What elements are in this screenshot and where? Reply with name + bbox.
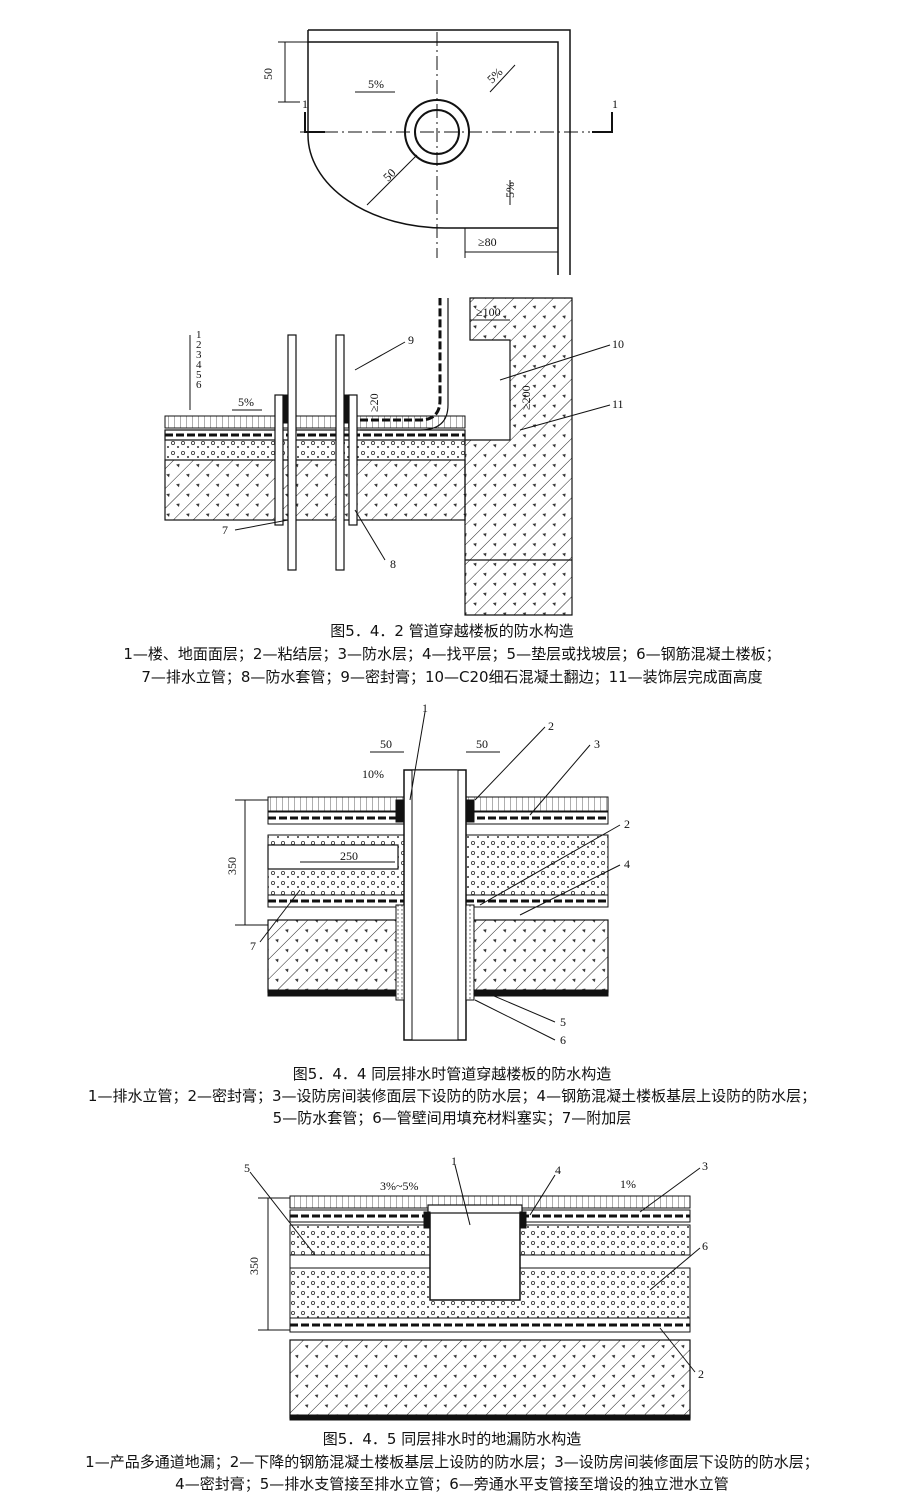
pipe-outer xyxy=(404,99,470,165)
plan-view-diagram xyxy=(278,29,613,275)
fig542-dim-20: ≥20 xyxy=(367,393,381,412)
fig545-label-5: 5 xyxy=(244,1161,250,1175)
figure-544-legend-2: 5—防水套管；6—管壁间用填充材料塞实；7—附加层 xyxy=(272,1109,632,1127)
fig544-label-7: 7 xyxy=(250,939,256,953)
fig545-label-3: 3 xyxy=(702,1159,708,1173)
sleeve-left xyxy=(395,904,405,1001)
sealant-right xyxy=(465,799,475,823)
figure-542-legend-2: 7—排水立管；8—防水套管；9—密封膏；10—C20细石混凝土翻边；11—装饰层… xyxy=(141,668,763,686)
fig545-slope-right: 1% xyxy=(620,1177,636,1191)
fig545-label-6: 6 xyxy=(702,1239,708,1253)
layer-label-5: 5 xyxy=(196,369,202,381)
figure-545-title: 图5．4．5 同层排水时的地漏防水构造 xyxy=(322,1430,582,1448)
fig544-dim-250: 250 xyxy=(340,849,358,863)
fig544-label-3: 3 xyxy=(594,737,600,751)
sealant-right xyxy=(519,1211,527,1229)
fig545-slope-left: 3%~5% xyxy=(380,1179,418,1193)
leveling-layer xyxy=(164,439,466,461)
fig544-label-6: 6 xyxy=(560,1033,566,1047)
layer-label-2: 2 xyxy=(196,339,202,351)
figure-545-diagram xyxy=(249,1164,701,1421)
finish-layer xyxy=(164,415,466,429)
section-label-left: 1 xyxy=(302,97,308,111)
slab-concrete xyxy=(164,459,466,521)
figure-542-legend-1: 1—楼、地面面层；2—粘结层；3—防水层；4—找平层；5—垫层或找坡层；6—钢筋… xyxy=(123,645,781,663)
fig542-dim-100: ≥100 xyxy=(476,305,501,319)
fig544-dim-50-left: 50 xyxy=(380,737,392,751)
fig545-dim-350: 350 xyxy=(247,1257,261,1275)
branch-pipe xyxy=(267,844,399,870)
fig542-label-8: 8 xyxy=(390,557,396,571)
fig544-dim-350: 350 xyxy=(225,857,239,875)
figure-542-layer-labels: 1 2 3 4 5 6 xyxy=(196,329,202,391)
fig542-slope: 5% xyxy=(238,395,254,409)
figure-544-title: 图5．4．4 同层排水时管道穿越楼板的防水构造 xyxy=(292,1065,612,1083)
pipe-left-wall xyxy=(287,334,297,571)
drain-grate xyxy=(427,1204,523,1214)
fig545-label-2: 2 xyxy=(698,1367,704,1381)
layer-label-1: 1 xyxy=(196,329,202,341)
figure-542-title: 图5．4．2 管道穿越楼板的防水构造 xyxy=(330,622,574,640)
fig544-label-5: 5 xyxy=(560,1015,566,1029)
sealant-left xyxy=(395,799,405,823)
figure-545-legend-1: 1—产品多通道地漏；2—下降的钢筋混凝土楼板基层上设防的防水层；3—设防房间装修… xyxy=(85,1453,819,1471)
branch-pipe xyxy=(289,1254,431,1269)
plan-dim-80: ≥80 xyxy=(478,235,497,249)
fig542-label-11: 11 xyxy=(612,397,624,411)
layer-label-6: 6 xyxy=(196,379,202,391)
sleeve-right xyxy=(465,904,475,1001)
figure-545-legend-2: 4—密封膏；5—排水支管接至排水立管；6—旁通水平支管接至增设的独立泄水立管 xyxy=(175,1475,729,1493)
fig544-slope: 10% xyxy=(362,767,384,781)
sealant-right xyxy=(343,394,350,424)
fig545-label-4: 4 xyxy=(555,1163,561,1177)
sleeve-left xyxy=(274,394,284,526)
wall-concrete xyxy=(464,297,573,616)
upturn-waterproof xyxy=(360,298,442,422)
fig542-label-9: 9 xyxy=(408,333,414,347)
floor-drain-body xyxy=(429,1210,521,1301)
sealant-left xyxy=(423,1211,431,1229)
plan-slope-b: 5% xyxy=(484,65,505,86)
plan-radius: 50 xyxy=(380,166,398,184)
fig544-label-2a: 2 xyxy=(548,719,554,733)
section-mark-right xyxy=(592,112,613,133)
radius-line xyxy=(366,154,418,206)
drain-zone-outline xyxy=(307,42,558,229)
layer-label-4: 4 xyxy=(196,359,202,371)
pipe-right-wall xyxy=(335,334,345,571)
fig544-label-1: 1 xyxy=(422,701,428,715)
section-label-right: 1 xyxy=(612,97,618,111)
plan-slope-c: 5% xyxy=(503,182,517,198)
sleeve-right xyxy=(348,394,358,526)
fig542-label-10: 10 xyxy=(612,337,624,351)
fig544-label-2b: 2 xyxy=(624,817,630,831)
slab-concrete xyxy=(289,1339,691,1419)
fig544-dim-50-right: 50 xyxy=(476,737,488,751)
figure-544-legend-1: 1—排水立管；2—密封膏；3—设防房间装修面层下设防的防水层；4—钢筋混凝土楼板… xyxy=(87,1087,817,1105)
plan-slope-a: 5% xyxy=(368,77,384,91)
section-mark-left xyxy=(304,112,325,133)
fig542-dim-200: ≥200 xyxy=(519,385,533,410)
fig544-label-4: 4 xyxy=(624,857,630,871)
fig542-label-7: 7 xyxy=(222,523,228,537)
pipe-inner xyxy=(414,109,460,155)
plan-dim-50: 50 xyxy=(261,68,275,80)
figure-544-diagram xyxy=(235,711,621,1041)
wall-outline xyxy=(307,29,571,275)
sealant-left xyxy=(282,394,289,424)
slope-arrow-b xyxy=(489,64,516,93)
layer-label-3: 3 xyxy=(196,349,202,361)
fig545-label-1: 1 xyxy=(451,1154,457,1168)
figure-542-diagram xyxy=(164,297,611,616)
